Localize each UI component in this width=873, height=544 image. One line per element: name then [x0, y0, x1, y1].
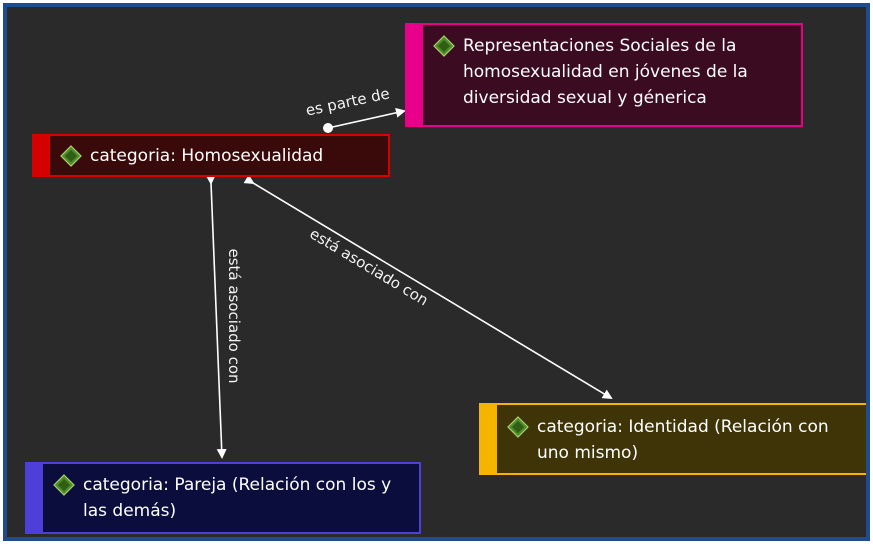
node-homosexualidad[interactable]: categoria: Homosexualidad	[32, 134, 390, 177]
diamond-code-icon	[433, 35, 455, 57]
link-layer	[205, 107, 613, 459]
node-label: categoria: Identidad (Relación con uno m…	[537, 417, 829, 463]
link-part-of[interactable]	[327, 107, 406, 129]
link-assoc-identidad[interactable]	[243, 174, 613, 400]
diamond-code-icon	[53, 474, 75, 496]
diamond-code-icon	[507, 416, 529, 438]
node-label: categoria: Homosexualidad	[90, 146, 324, 166]
node-label: Representaciones Sociales de la homosexu…	[463, 36, 748, 108]
network-canvas: es parte de está asociado con está asoci…	[3, 3, 870, 541]
link-part-of-origin-dot	[323, 123, 333, 133]
node-color-stripe	[481, 405, 497, 473]
node-pareja[interactable]: categoria: Pareja (Relación con los y la…	[25, 462, 421, 534]
node-color-stripe	[407, 25, 423, 125]
diamond-code-icon	[60, 145, 82, 167]
link-label-assoc-pareja: está asociado con	[225, 248, 243, 384]
node-identidad[interactable]: categoria: Identidad (Relación con uno m…	[479, 403, 866, 475]
node-color-stripe	[27, 464, 43, 532]
node-color-stripe	[34, 136, 50, 175]
node-label: categoria: Pareja (Relación con los y la…	[83, 475, 392, 521]
node-root[interactable]: Representaciones Sociales de la homosexu…	[405, 23, 803, 127]
link-assoc-pareja[interactable]	[205, 174, 227, 459]
